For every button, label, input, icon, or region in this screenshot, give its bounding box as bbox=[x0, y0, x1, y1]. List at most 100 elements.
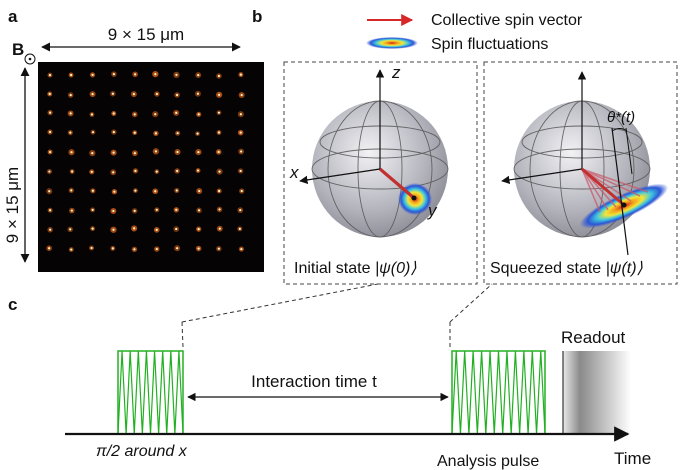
atom bbox=[154, 113, 157, 116]
atom bbox=[196, 169, 200, 172]
initial-caption-text: Initial state bbox=[294, 260, 375, 277]
initial-state-frame bbox=[283, 61, 478, 285]
z-axis-label-initial: z bbox=[391, 63, 401, 82]
pi-half-pulse-label: π/2 around x bbox=[96, 443, 188, 460]
interaction-time-label: Interaction time t bbox=[251, 372, 377, 391]
atom bbox=[240, 247, 243, 251]
atom bbox=[217, 111, 221, 114]
atom bbox=[197, 209, 201, 212]
atom bbox=[90, 170, 93, 173]
width-label: 9 × 15 μm bbox=[108, 25, 184, 44]
atom bbox=[48, 150, 52, 154]
atom bbox=[197, 150, 200, 154]
atom bbox=[48, 92, 51, 96]
atom bbox=[133, 227, 136, 230]
x-axis-initial bbox=[299, 168, 381, 185]
atom bbox=[69, 93, 72, 97]
atom bbox=[239, 113, 242, 116]
initial-caption-math: |ψ(0)⟩ bbox=[375, 260, 417, 277]
atom bbox=[70, 248, 73, 251]
atom bbox=[155, 247, 158, 251]
panel-label-c: c bbox=[8, 295, 17, 314]
atom bbox=[197, 247, 200, 250]
atom bbox=[175, 93, 179, 97]
atom bbox=[240, 150, 243, 153]
atom bbox=[49, 228, 52, 231]
atom-grid bbox=[46, 70, 245, 253]
angle-reference-line bbox=[625, 127, 633, 175]
atom-array-image bbox=[38, 62, 264, 272]
atom bbox=[113, 190, 116, 193]
field-symbol: B bbox=[12, 40, 24, 59]
atom bbox=[112, 151, 115, 154]
atom bbox=[112, 228, 115, 231]
atom bbox=[217, 131, 221, 134]
atom bbox=[70, 209, 73, 212]
squeezed-caption-text: Squeezed state bbox=[490, 260, 606, 277]
connector-left-2 bbox=[181, 283, 379, 323]
atom bbox=[239, 73, 242, 76]
atom bbox=[198, 189, 201, 193]
atom bbox=[155, 92, 159, 96]
atom bbox=[133, 131, 136, 134]
atom bbox=[48, 247, 51, 250]
atom bbox=[218, 208, 221, 211]
atom bbox=[49, 209, 52, 212]
atom bbox=[176, 247, 179, 250]
atom bbox=[239, 131, 242, 134]
angle-arc bbox=[611, 128, 628, 132]
legend-fluctuation-label: Spin fluctuations bbox=[431, 36, 548, 53]
field-out-of-page-icon bbox=[24, 53, 36, 65]
atom bbox=[48, 190, 51, 193]
spin-tip-squeezed bbox=[621, 202, 627, 208]
atom bbox=[91, 152, 94, 155]
height-label: 9 × 15 μm bbox=[3, 167, 22, 243]
spin-vector-initial bbox=[378, 167, 416, 200]
x-axis-label-initial: x bbox=[289, 163, 299, 182]
atom bbox=[217, 150, 220, 154]
atom bbox=[134, 189, 137, 192]
atom bbox=[48, 74, 52, 77]
atom bbox=[91, 73, 94, 76]
atom bbox=[155, 170, 158, 173]
atom bbox=[48, 170, 51, 173]
atom bbox=[239, 169, 242, 173]
atom bbox=[91, 93, 94, 96]
atom bbox=[176, 150, 179, 154]
atom bbox=[91, 227, 94, 230]
atom bbox=[197, 74, 200, 77]
connector-right-2 bbox=[449, 283, 493, 323]
x-axis-squeezed bbox=[501, 168, 583, 185]
atom bbox=[240, 93, 243, 97]
atom bbox=[217, 74, 221, 78]
atom bbox=[239, 209, 242, 212]
squeezing-axis-line bbox=[611, 127, 629, 256]
atom bbox=[197, 113, 200, 116]
atom bbox=[90, 113, 94, 116]
atom bbox=[175, 111, 178, 115]
atom bbox=[48, 130, 52, 134]
y-axis-label-initial: y bbox=[427, 201, 438, 220]
atom bbox=[175, 189, 178, 192]
atom bbox=[154, 73, 157, 76]
analysis-pulse-label: Analysis pulse bbox=[437, 453, 539, 470]
atom bbox=[112, 73, 116, 76]
atom bbox=[218, 170, 221, 173]
atom bbox=[154, 150, 157, 153]
atom bbox=[154, 132, 158, 135]
atom bbox=[91, 208, 94, 211]
spin-vector-fan bbox=[581, 168, 649, 213]
atom bbox=[238, 227, 241, 230]
atom bbox=[196, 132, 199, 135]
spin-vector-squeezed bbox=[581, 167, 625, 207]
atom bbox=[196, 92, 200, 95]
legend-vector-label: Collective spin vector bbox=[431, 12, 583, 29]
atom bbox=[112, 130, 115, 134]
time-axis-label: Time bbox=[614, 449, 651, 468]
atom bbox=[91, 131, 95, 134]
atom bbox=[49, 111, 52, 114]
atom bbox=[240, 189, 243, 193]
atom bbox=[175, 227, 178, 231]
squeezed-state-frame bbox=[483, 61, 678, 285]
